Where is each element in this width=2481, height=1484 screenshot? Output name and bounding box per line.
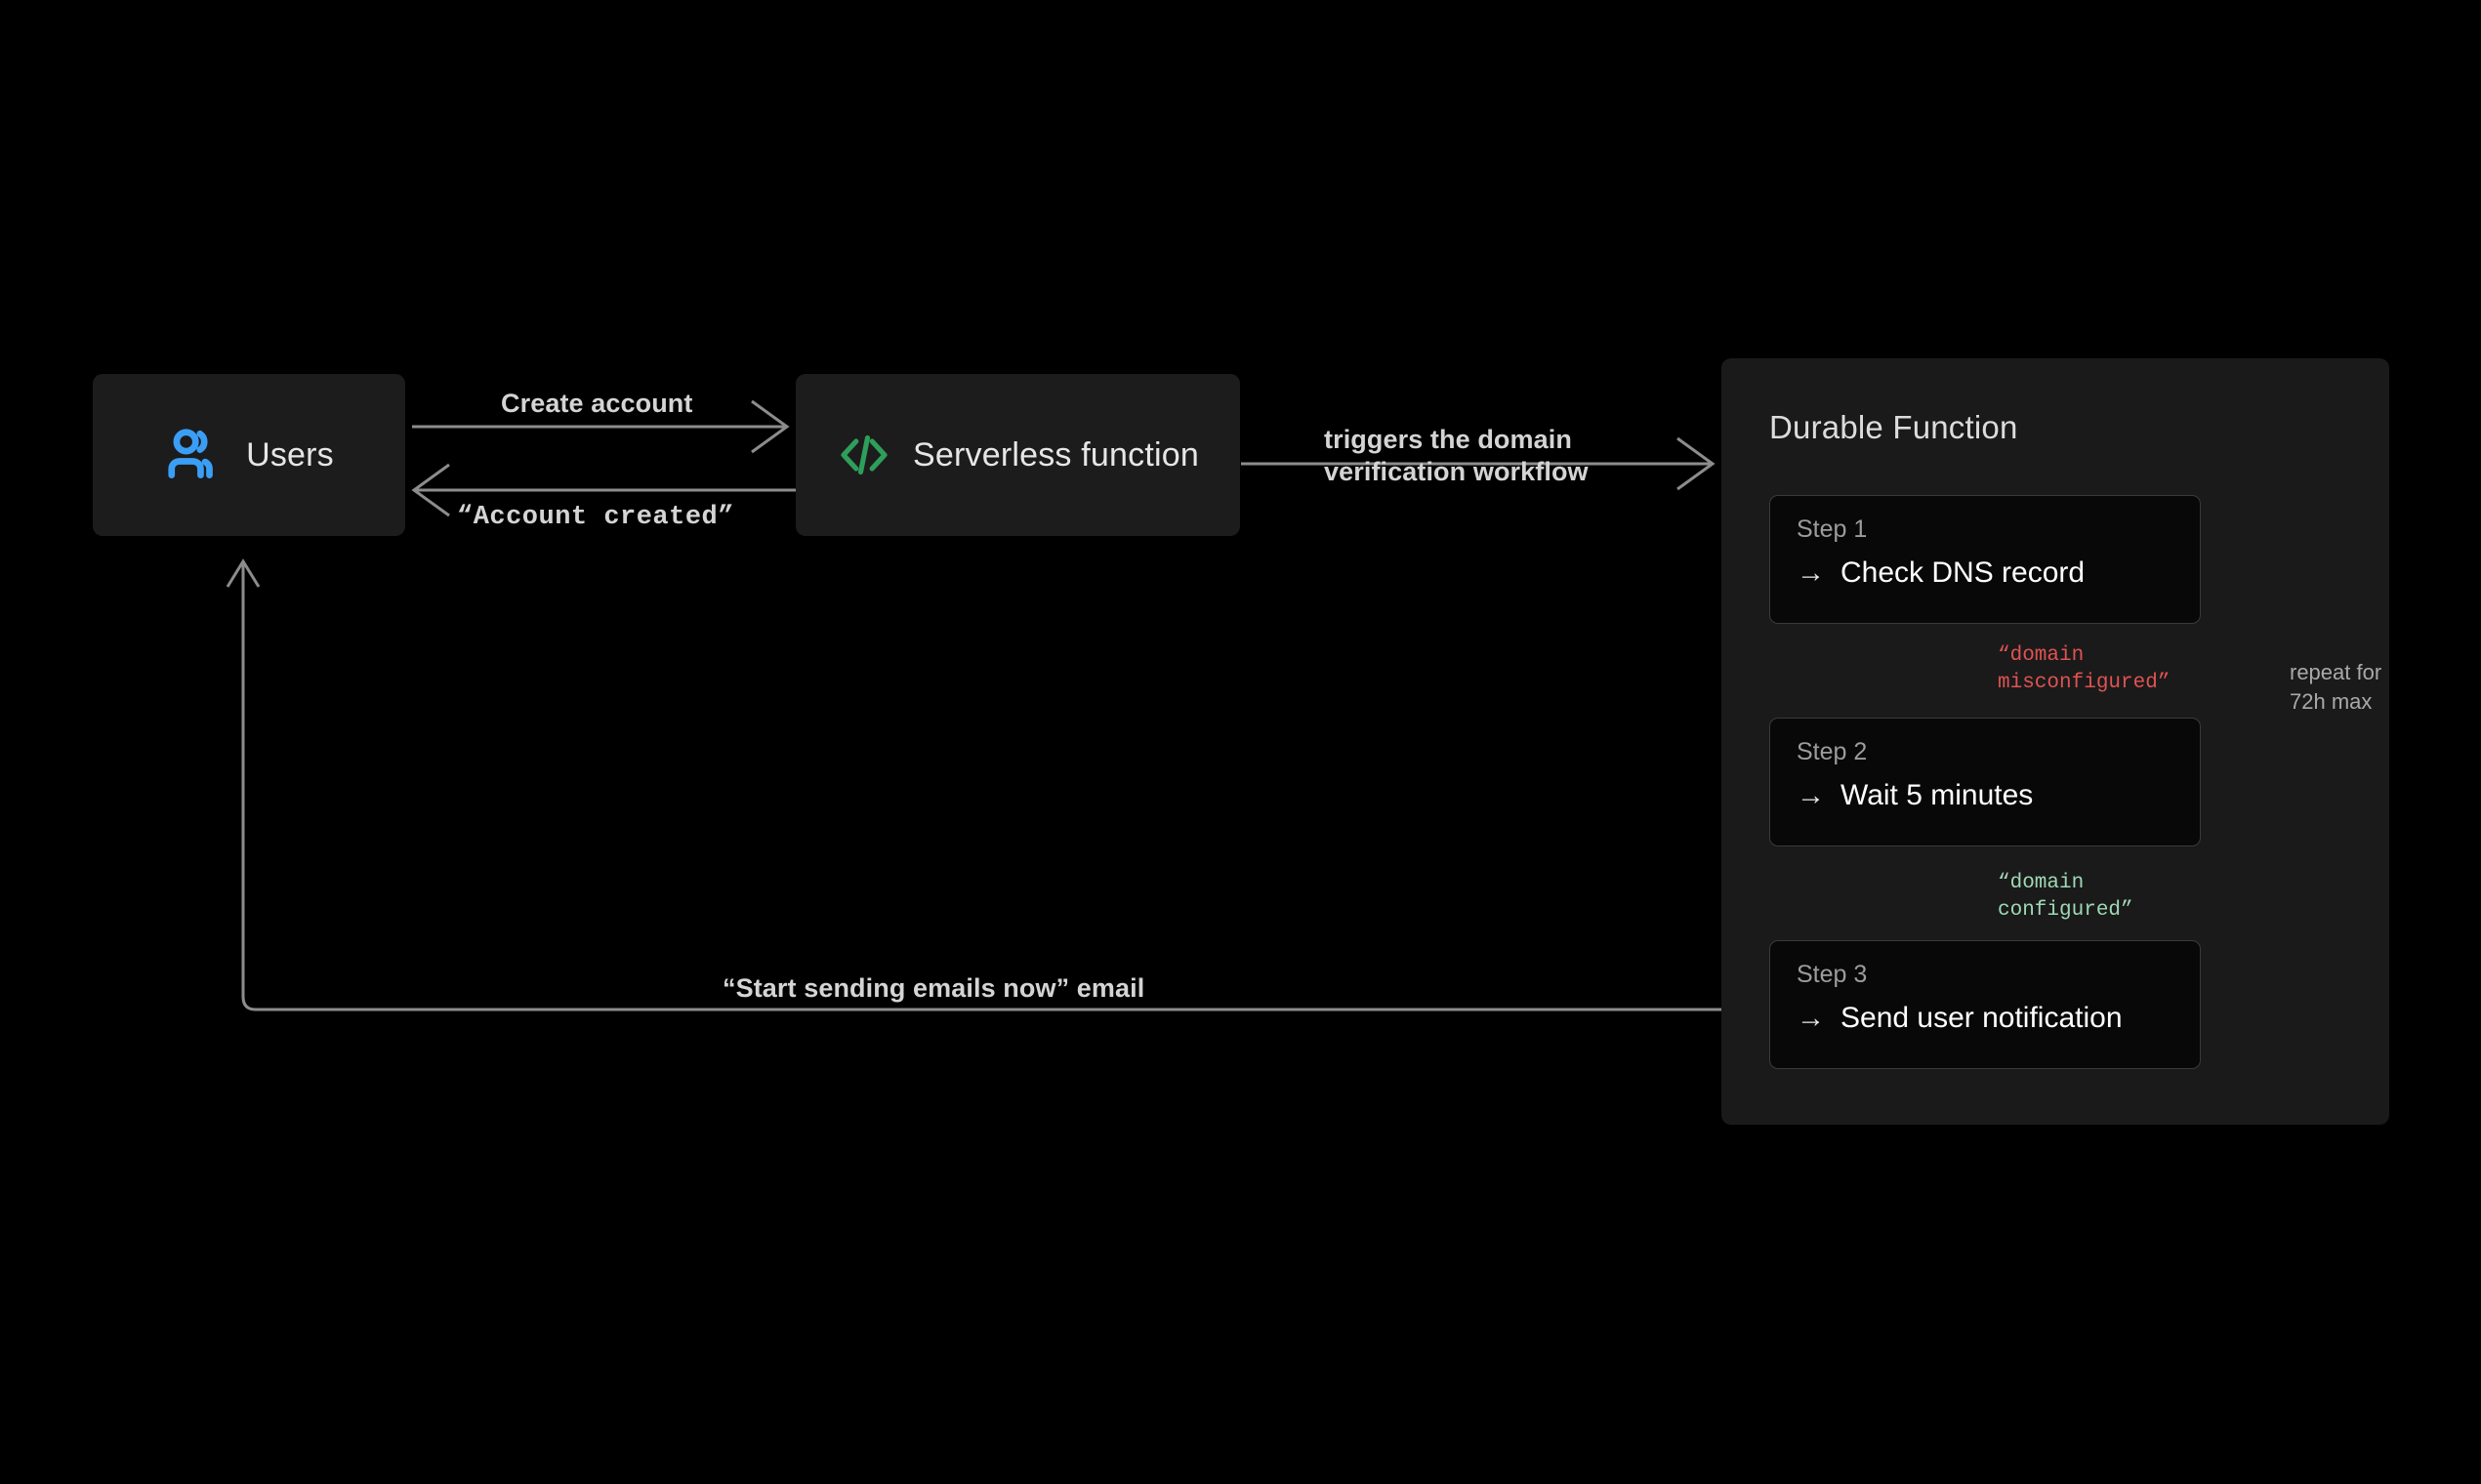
edge-label-triggers-line-2: verification workflow (1324, 456, 1589, 486)
edge-label-configured-line-1: “domain (1998, 872, 2085, 894)
edge-label-configured-line-2: configured” (1998, 898, 2133, 922)
edge-label-domain-configured: “domain configured” (1998, 870, 2133, 924)
step-3-kicker: Step 3 (1797, 961, 1868, 988)
edge-label-repeat-72h: repeat for 72h max (2290, 658, 2381, 716)
node-users-label: Users (246, 435, 334, 474)
code-icon (837, 428, 891, 482)
step-2-body: → Wait 5 minutes (1797, 779, 2033, 812)
arrow-right-icon: → (1797, 556, 1825, 589)
step-3-body: → Send user notification (1797, 1002, 2123, 1035)
step-card-1[interactable]: Step 1 → Check DNS record (1769, 495, 2201, 624)
step-1-body-text: Check DNS record (1840, 556, 2086, 589)
edge-start-sending-email (226, 558, 1721, 1011)
edge-label-misconfigured-line-2: misconfigured” (1998, 671, 2171, 694)
step-1-body: → Check DNS record (1797, 556, 2085, 590)
arrow-right-icon: → (1797, 779, 1825, 811)
edge-label-create-account: Create account (501, 389, 693, 418)
step-3-body-text: Send user notification (1840, 1002, 2123, 1034)
node-users[interactable]: Users (93, 374, 405, 536)
arrow-right-icon: → (1797, 1002, 1825, 1034)
step-1-kicker: Step 1 (1797, 515, 1868, 543)
edge-label-repeat-line-2: 72h max (2290, 688, 2373, 714)
edge-label-start-sending-email: “Start sending emails now” email (723, 973, 1145, 1003)
step-card-2[interactable]: Step 2 → Wait 5 minutes (1769, 718, 2201, 846)
step-card-3[interactable]: Step 3 → Send user notification (1769, 940, 2201, 1069)
node-serverless-function[interactable]: Serverless function (796, 374, 1240, 536)
edge-label-triggers-workflow: triggers the domain verification workflo… (1324, 424, 1589, 488)
step-2-body-text: Wait 5 minutes (1840, 779, 2034, 811)
step-2-kicker: Step 2 (1797, 738, 1868, 765)
users-icon (164, 425, 225, 485)
edge-label-misconfigured-line-1: “domain (1998, 644, 2085, 667)
edge-label-repeat-line-1: repeat for (2290, 660, 2382, 684)
node-serverless-label: Serverless function (913, 435, 1199, 474)
edge-label-domain-misconfigured: “domain misconfigured” (1998, 642, 2170, 696)
edge-label-triggers-line-1: triggers the domain (1324, 425, 1572, 454)
edge-label-account-created: “Account created” (457, 503, 734, 532)
durable-function-title: Durable Function (1769, 409, 2018, 445)
durable-function-panel: Durable Function Step 1 → Check DNS reco… (1721, 358, 2389, 1125)
